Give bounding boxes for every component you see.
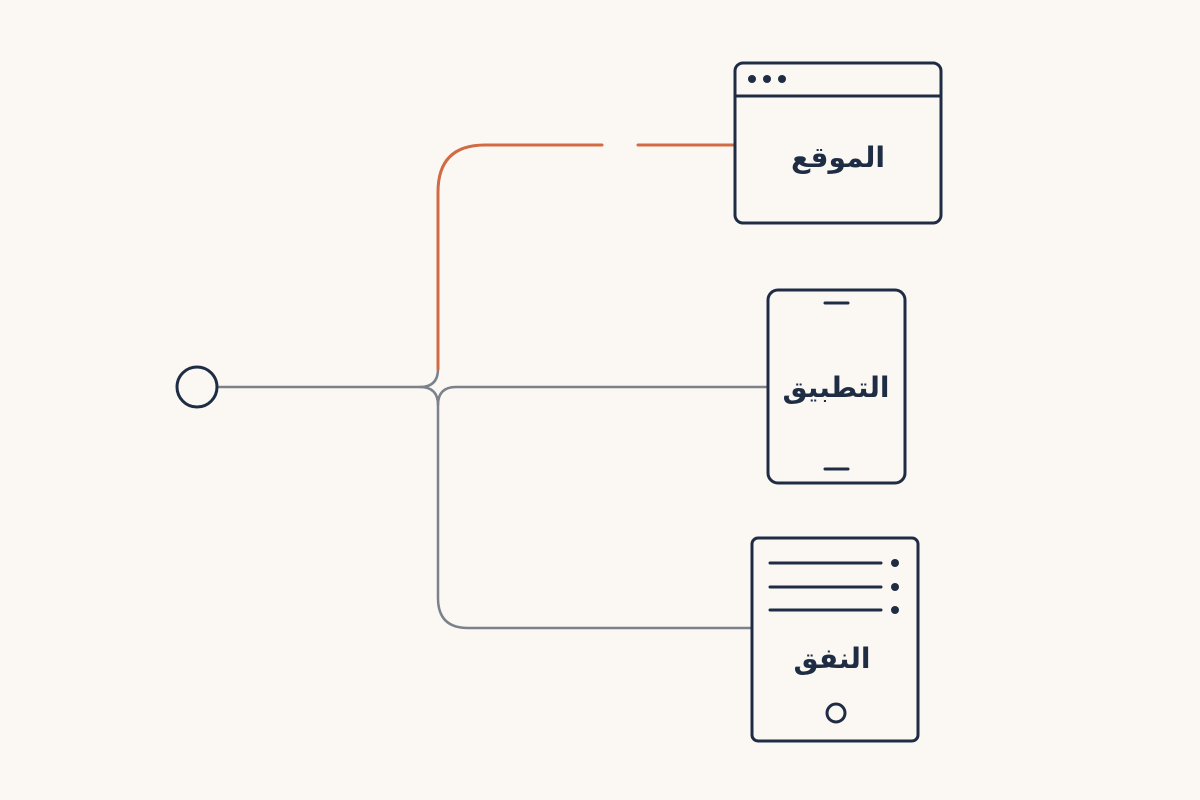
app-label: التطبيق [783,371,890,404]
server-icon [750,536,920,743]
circle-node-icon [175,365,219,409]
website-node: الموقع [733,61,943,225]
app-node: التطبيق [766,288,907,485]
mobile-phone-icon [766,288,907,485]
tunnel-node: النفق [750,536,920,743]
connector-to-app [418,367,770,407]
browser-window-icon [733,61,943,225]
connector-to-tunnel [216,385,754,630]
website-label: الموقع [791,141,885,174]
connector-to-website [436,143,604,371]
tunnel-label: النفق [794,642,871,675]
